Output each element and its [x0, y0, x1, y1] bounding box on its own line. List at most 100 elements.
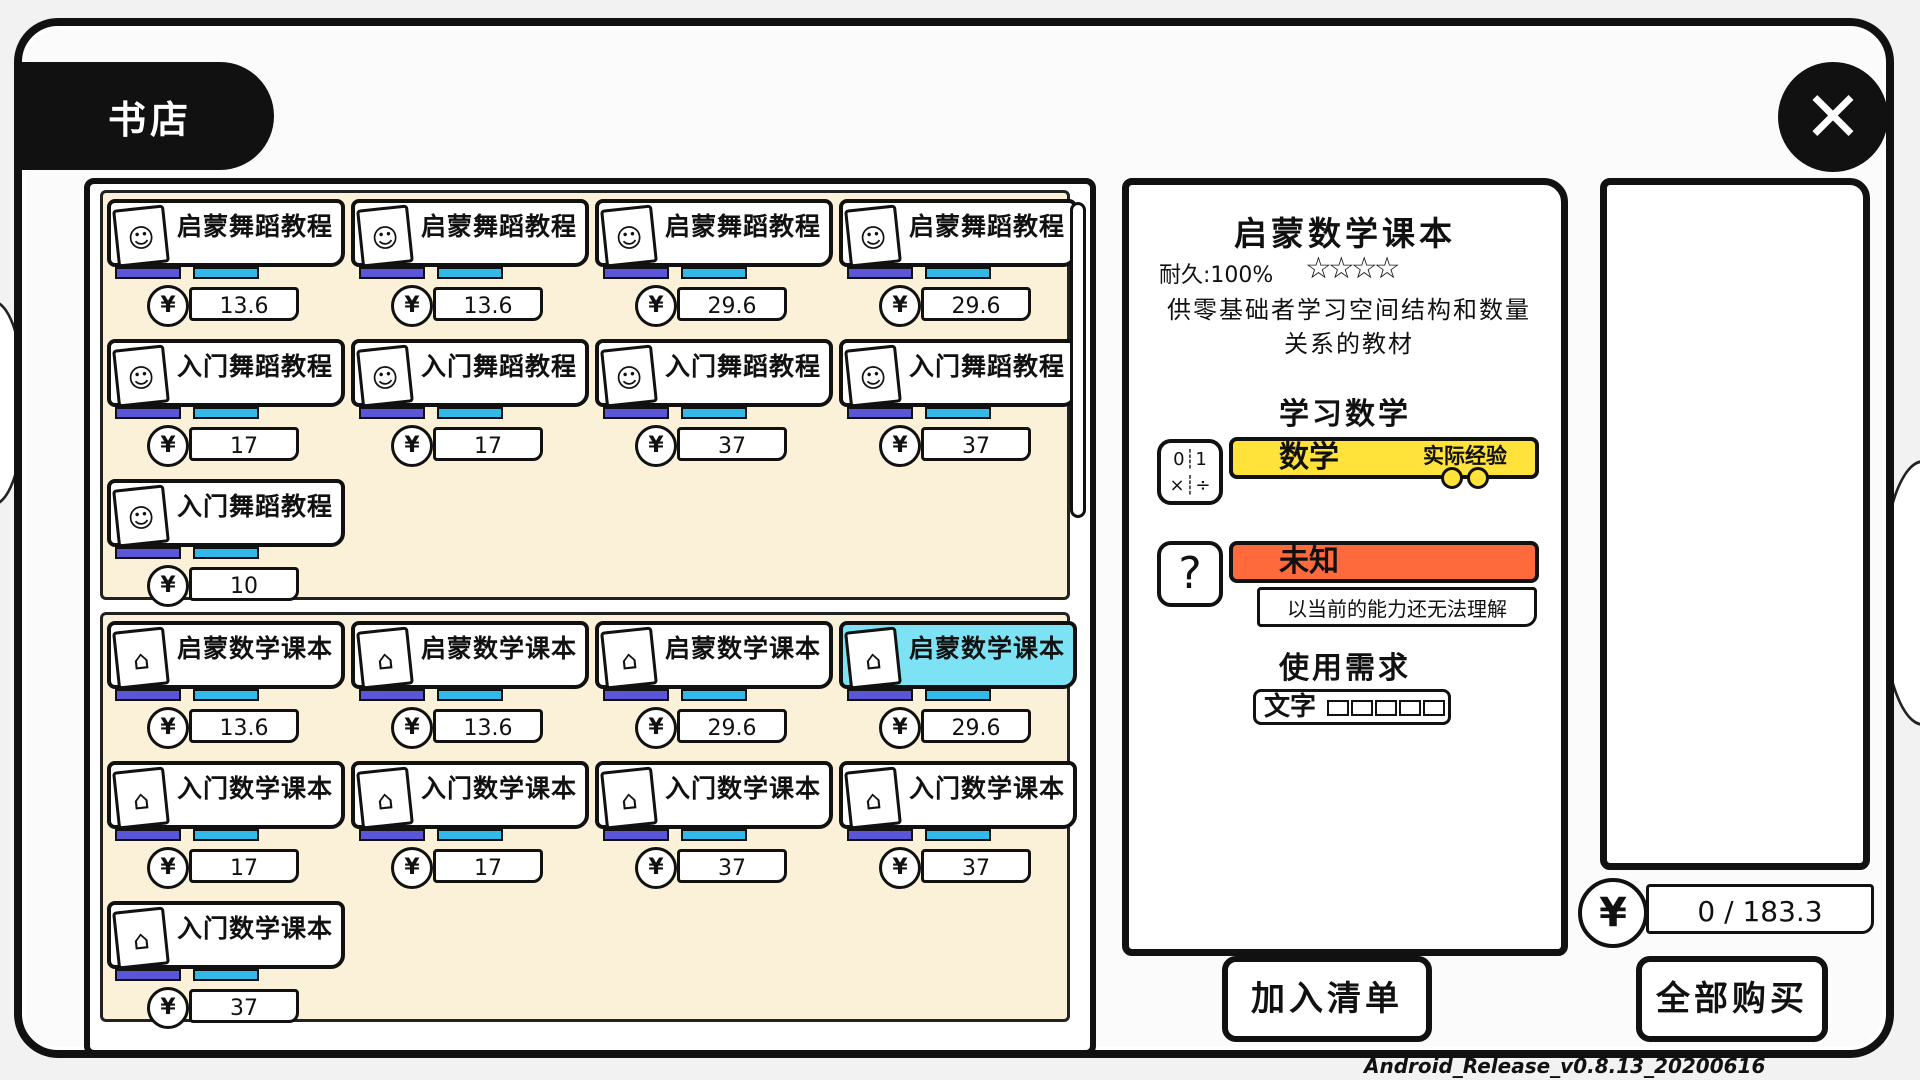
stat-bar-purple — [603, 829, 669, 841]
stat-bar-purple — [847, 267, 913, 279]
stat-bar-purple — [115, 547, 181, 559]
question-icon: ? — [1157, 541, 1223, 607]
book-price: 29.6 — [677, 709, 787, 743]
book-item[interactable]: ⌂ 入门数学课本 ¥ 17 — [351, 761, 589, 897]
book-item[interactable]: ☺ 入门舞蹈教程 ¥ 17 — [107, 339, 345, 475]
book-item[interactable]: ☺ 启蒙舞蹈教程 ¥ 29.6 — [839, 199, 1077, 335]
yen-coin-icon: ¥ — [879, 425, 921, 467]
stat-bar-blue — [681, 829, 747, 841]
book-name: 入门数学课本 — [177, 774, 334, 803]
book-card: ☺ 入门舞蹈教程 — [107, 479, 345, 548]
math-book-icon: ⌂ — [600, 766, 658, 830]
stat-bar-purple — [847, 407, 913, 419]
book-card: ⌂ 入门数学课本 — [351, 761, 589, 830]
book-name: 入门舞蹈教程 — [421, 352, 578, 381]
book-item[interactable]: ☺ 启蒙舞蹈教程 ¥ 13.6 — [351, 199, 589, 335]
book-name: 入门舞蹈教程 — [177, 352, 334, 381]
yen-coin-icon: ¥ — [391, 425, 433, 467]
requirement-segment — [1399, 699, 1422, 716]
yen-coin-icon: ¥ — [391, 847, 433, 889]
book-name: 启蒙数学课本 — [909, 634, 1066, 663]
book-price: 37 — [677, 849, 787, 883]
bookstore-window: 书店 ✕ ☺ 启蒙舞蹈教程 ¥ 13.6 ☺ 启蒙舞蹈教程 ¥ 13.6 ☺ 启… — [14, 18, 1894, 1078]
stat-bar-blue — [437, 267, 503, 279]
book-list-panel: ☺ 启蒙舞蹈教程 ¥ 13.6 ☺ 启蒙舞蹈教程 ¥ 13.6 ☺ 启蒙舞蹈教程… — [84, 178, 1096, 1056]
dance-book-icon: ☺ — [844, 344, 902, 408]
stat-bar-blue — [437, 407, 503, 419]
dance-book-icon: ☺ — [844, 204, 902, 268]
yen-coin-icon: ¥ — [1578, 878, 1648, 948]
stat-bar-blue — [193, 407, 259, 419]
book-item[interactable]: ⌂ 启蒙数学课本 ¥ 29.6 — [595, 621, 833, 757]
book-item[interactable]: ☺ 入门舞蹈教程 ¥ 37 — [595, 339, 833, 475]
add-to-list-button[interactable]: 加入清单 — [1222, 956, 1432, 1042]
book-price: 37 — [921, 849, 1031, 883]
dance-book-icon: ☺ — [112, 484, 170, 548]
stat-bar-blue — [925, 689, 991, 701]
book-list[interactable]: ☺ 启蒙舞蹈教程 ¥ 13.6 ☺ 启蒙舞蹈教程 ¥ 13.6 ☺ 启蒙舞蹈教程… — [90, 184, 1080, 1050]
stat-bar-purple — [115, 689, 181, 701]
book-price: 29.6 — [921, 709, 1031, 743]
stat-bar-purple — [359, 407, 425, 419]
close-icon[interactable]: ✕ — [1778, 62, 1888, 172]
book-item[interactable]: ⌂ 启蒙数学课本 ¥ 13.6 — [107, 621, 345, 757]
unknown-skill-label: 未知 — [1279, 544, 1339, 579]
stat-bar-purple — [847, 689, 913, 701]
yen-coin-icon: ¥ — [147, 987, 189, 1029]
book-item[interactable]: ⌂ 入门数学课本 ¥ 37 — [595, 761, 833, 897]
book-group: ⌂ 启蒙数学课本 ¥ 13.6 ⌂ 启蒙数学课本 ¥ 13.6 ⌂ 启蒙数学课本… — [100, 612, 1077, 1029]
version-label: Android_Release_v0.8.13_20200616 — [1364, 1054, 1766, 1078]
book-item[interactable]: ☺ 启蒙舞蹈教程 ¥ 13.6 — [107, 199, 345, 335]
money-display: ¥ 0 / 183.3 — [1578, 878, 1878, 948]
book-item[interactable]: ☺ 入门舞蹈教程 ¥ 37 — [839, 339, 1077, 475]
list-scrollbar[interactable] — [1070, 202, 1086, 518]
detail-title: 启蒙数学课本 — [1234, 214, 1456, 253]
stat-bar-blue — [193, 829, 259, 841]
book-detail-panel: 启蒙数学课本 耐久:100% ☆☆☆☆ 供零基础者学习空间结构和数量关系的教材 … — [1122, 178, 1568, 956]
book-item[interactable]: ⌂ 入门数学课本 ¥ 37 — [839, 761, 1077, 897]
stat-bar-purple — [847, 829, 913, 841]
book-price: 17 — [433, 849, 543, 883]
dance-book-icon: ☺ — [112, 344, 170, 408]
book-card: ☺ 入门舞蹈教程 — [595, 339, 833, 408]
math-book-icon: ⌂ — [844, 766, 902, 830]
book-card: ☺ 启蒙舞蹈教程 — [351, 199, 589, 268]
yen-coin-icon: ¥ — [391, 285, 433, 327]
requirement-box: 文字 — [1253, 689, 1451, 725]
stat-bar-purple — [115, 407, 181, 419]
book-item[interactable]: ⌂ 启蒙数学课本 ¥ 13.6 — [351, 621, 589, 757]
book-item[interactable]: ☺ 启蒙舞蹈教程 ¥ 29.6 — [595, 199, 833, 335]
stat-bar-blue — [193, 547, 259, 559]
stat-bar-purple — [359, 829, 425, 841]
math-book-icon: ⌂ — [112, 766, 170, 830]
experience-dot-icon — [1467, 467, 1489, 489]
dance-book-icon: ☺ — [356, 204, 414, 268]
money-value: 0 / 183.3 — [1646, 884, 1874, 934]
detail-description: 供零基础者学习空间结构和数量关系的教材 — [1167, 296, 1531, 358]
stat-bar-blue — [193, 267, 259, 279]
yen-coin-icon: ¥ — [879, 707, 921, 749]
book-card: ⌂ 入门数学课本 — [107, 901, 345, 970]
book-price: 13.6 — [189, 287, 299, 321]
book-item[interactable]: ⌂ 入门数学课本 ¥ 37 — [107, 901, 345, 1037]
book-item[interactable]: ⌂ 入门数学课本 ¥ 17 — [107, 761, 345, 897]
book-card: ☺ 启蒙舞蹈教程 — [839, 199, 1077, 268]
stat-bar-purple — [115, 829, 181, 841]
buy-all-button[interactable]: 全部购买 — [1636, 956, 1828, 1042]
durability-text: 耐久:100% — [1159, 263, 1274, 288]
book-item[interactable]: ⌂ 启蒙数学课本 ¥ 29.6 — [839, 621, 1077, 757]
book-item[interactable]: ☺ 入门舞蹈教程 ¥ 10 — [107, 479, 345, 615]
book-name: 入门数学课本 — [421, 774, 578, 803]
book-name: 启蒙舞蹈教程 — [665, 212, 822, 241]
book-name: 入门舞蹈教程 — [177, 492, 334, 521]
book-card: ⌂ 启蒙数学课本 — [839, 621, 1077, 690]
shopping-list-panel[interactable] — [1600, 178, 1870, 870]
yen-coin-icon: ¥ — [879, 285, 921, 327]
book-item[interactable]: ☺ 入门舞蹈教程 ¥ 17 — [351, 339, 589, 475]
book-price: 37 — [189, 989, 299, 1023]
stat-bar-blue — [925, 407, 991, 419]
book-price: 17 — [189, 427, 299, 461]
math-book-icon: ⌂ — [112, 626, 170, 690]
star-rating-icon: ☆☆☆☆ — [1305, 251, 1401, 286]
book-card: ☺ 入门舞蹈教程 — [351, 339, 589, 408]
